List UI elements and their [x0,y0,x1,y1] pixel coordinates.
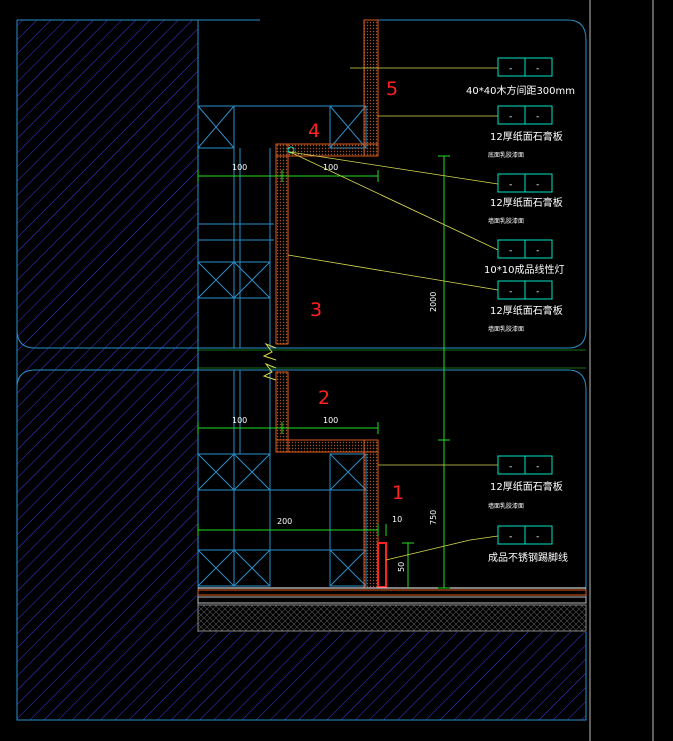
callout-5-sub: 墙面乳胶漆面 [488,325,524,333]
svg-text:-: - [508,462,513,472]
floor-layers [197,587,587,632]
svg-text:-: - [535,287,540,297]
svg-text:-: - [508,246,513,256]
callout-5-text: 12厚纸面石膏板 [490,304,563,317]
number-label-1: 1 [392,482,404,504]
svg-text:-: - [508,532,513,542]
gypsum-board-profile [275,19,379,589]
callout-3-text: 12厚纸面石膏板 [490,196,563,209]
callout-4-text: 10*10成品线性灯 [484,263,564,276]
linear-light [287,146,295,154]
svg-text:-: - [535,180,540,190]
callout-4: - - 10*10成品线性灯 [484,239,564,276]
svg-text:-: - [535,462,540,472]
number-label-3: 3 [310,299,322,321]
callout-6: - - 12厚纸面石膏板 墙面乳胶漆面 [488,455,563,510]
room-outline-lower [35,369,587,598]
svg-text:-: - [508,180,513,190]
callout-7: - - 成品不锈钢踢脚线 [488,525,568,564]
dim-750: 750 [429,510,438,525]
number-label-2: 2 [318,387,330,409]
number-label-4: 4 [308,120,320,142]
svg-text:-: - [535,532,540,542]
svg-text:-: - [535,64,540,74]
dim-100-mid-right: 100 [323,416,338,425]
callout-6-sub: 墙面乳胶漆面 [488,502,524,510]
number-label-5: 5 [386,78,398,100]
callout-3: - - 12厚纸面石膏板 墙面乳胶漆面 [488,173,563,225]
batten-group-lower [197,370,367,587]
callout-5: - - 12厚纸面石膏板 墙面乳胶漆面 [488,280,563,333]
callout-2-sub: 底面乳胶漆面 [488,151,524,159]
svg-text:-: - [508,64,513,74]
dim-100-mid-left: 100 [232,416,247,425]
break-line [262,342,277,381]
callout-2: - - 12厚纸面石膏板 底面乳胶漆面 [488,105,563,159]
dimension-lines [197,155,450,589]
svg-text:-: - [535,112,540,122]
callout-3-sub: 墙面乳胶漆面 [488,217,524,225]
floor-hatch [198,632,586,720]
callout-6-text: 12厚纸面石膏板 [490,480,563,493]
dim-10: 10 [392,515,402,524]
dim-100-top-right: 100 [323,163,338,172]
room-outline-upper [16,19,587,349]
dim-50: 50 [397,562,406,572]
callout-7-text: 成品不锈钢踢脚线 [488,551,568,564]
skirting [377,542,387,588]
callout-1-text: 40*40木方间距300mm [466,84,575,97]
dim-200: 200 [277,517,292,526]
svg-text:-: - [508,287,513,297]
callout-2-text: 12厚纸面石膏板 [490,130,563,143]
svg-text:-: - [508,112,513,122]
dim-2000: 2000 [429,292,438,312]
leader-lines [287,67,499,561]
dim-100-top-left: 100 [232,163,247,172]
svg-text:-: - [535,246,540,256]
callout-1: - - 40*40木方间距300mm [466,57,575,97]
